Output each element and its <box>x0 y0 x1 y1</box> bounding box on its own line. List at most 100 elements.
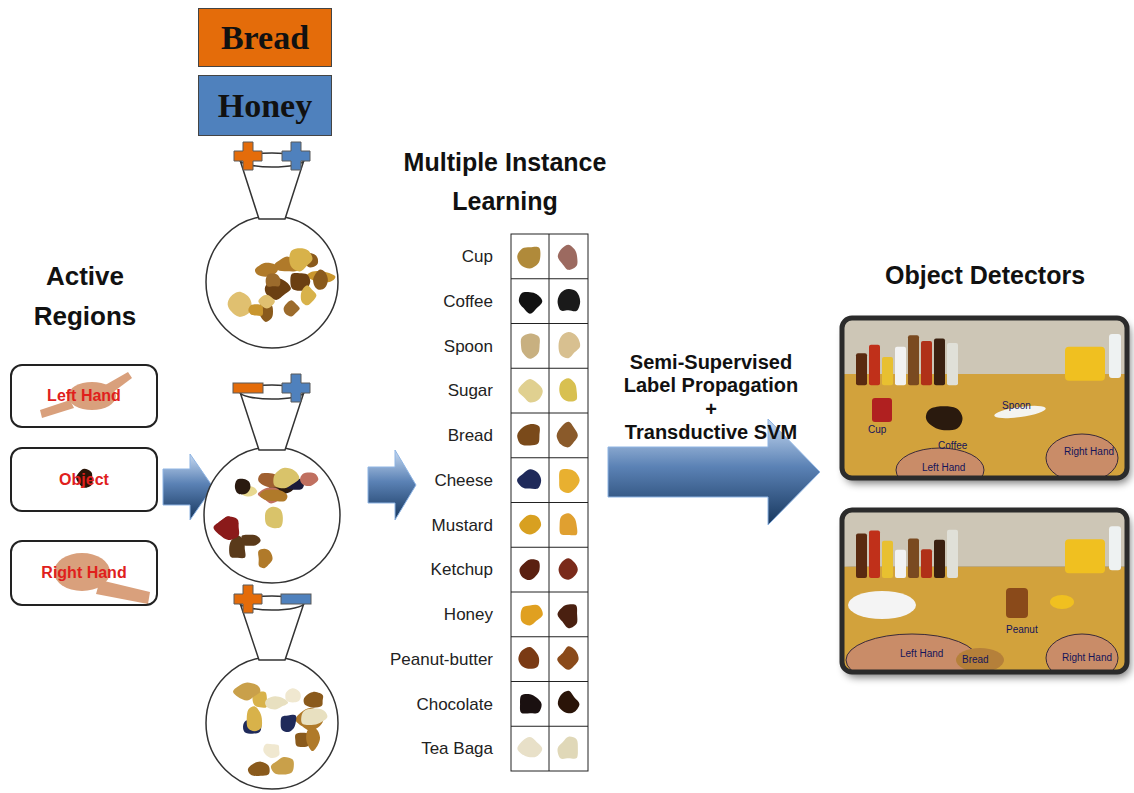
instance-bag <box>206 142 338 348</box>
bottle <box>882 541 893 578</box>
plus-sign <box>234 585 262 613</box>
bottle <box>908 538 919 578</box>
instance-thumbnail <box>518 379 543 402</box>
detection-label: Coffee <box>938 440 998 452</box>
detection-label: Right Hand <box>1062 652 1122 664</box>
table-rule <box>511 726 588 727</box>
instance-thumbnail <box>519 559 539 580</box>
node-label: Right Hand <box>41 564 126 582</box>
instance-thumbnail <box>559 469 580 493</box>
instance-thumbnail <box>517 247 540 269</box>
instance-thumbnail <box>557 737 577 759</box>
detection-label: Spoon <box>1002 400 1062 412</box>
row-label: Cup <box>355 246 493 267</box>
bag-outline <box>204 447 340 583</box>
block-arrow <box>368 450 416 520</box>
instance-thumbnail <box>558 289 581 311</box>
minus-sign <box>281 594 311 604</box>
instance-segment <box>284 300 300 316</box>
bottle <box>1109 334 1121 378</box>
instance-segment <box>235 479 251 495</box>
column-heading: Active Regions <box>15 256 155 336</box>
instance-thumbnail <box>520 694 542 714</box>
instance-segment <box>241 535 260 546</box>
node-label: Bread <box>221 19 309 57</box>
minus-sign <box>233 383 263 393</box>
bag-outline <box>206 216 338 348</box>
bottle <box>856 353 867 385</box>
plate <box>848 591 916 619</box>
hand-shape <box>896 448 984 478</box>
photo-frame <box>842 318 1127 478</box>
bottle <box>882 357 893 385</box>
instance-segment <box>301 709 327 725</box>
region-box: Object <box>10 447 158 512</box>
jar <box>1006 588 1028 618</box>
instance-segment <box>248 762 270 776</box>
row-label: Chocolate <box>355 694 493 715</box>
instance-thumbnail <box>519 292 542 314</box>
region-box: Right Hand <box>10 540 158 606</box>
plus-sign <box>234 142 262 170</box>
instance-thumbnail <box>558 691 580 713</box>
cup <box>872 398 892 422</box>
instance-bag <box>206 585 338 789</box>
bottle <box>869 345 880 385</box>
instance-thumbnail <box>557 646 578 670</box>
instance-segment <box>260 490 288 502</box>
instance-thumbnail <box>557 422 578 448</box>
instance-bag <box>204 374 340 583</box>
instance-segment <box>273 468 299 489</box>
instance-thumbnail <box>521 334 540 359</box>
concept-tag: Bread <box>198 8 332 67</box>
bottle <box>921 341 932 385</box>
detection-label: Left Hand <box>922 462 982 474</box>
instance-segment <box>306 727 320 751</box>
row-label: Spoon <box>355 336 493 357</box>
lid <box>1050 595 1074 609</box>
instance-segment <box>258 549 273 568</box>
instance-segment <box>265 696 288 709</box>
bottle <box>895 550 906 578</box>
bottle <box>1109 526 1121 570</box>
instance-thumbnail <box>521 605 543 626</box>
node-label: Object <box>59 471 109 489</box>
row-label: Cheese <box>355 470 493 491</box>
detection-label: Cup <box>868 424 928 436</box>
row-label: Ketchup <box>355 559 493 580</box>
instance-segment <box>304 692 324 708</box>
hand-shape <box>96 580 150 604</box>
instance-thumbnail <box>558 245 578 270</box>
instance-segment <box>271 757 294 775</box>
concept-tag: Honey <box>198 75 332 136</box>
instance-segment <box>263 744 279 758</box>
column-heading: Multiple Instance Learning <box>385 143 625 221</box>
detection-photo <box>842 318 1130 492</box>
row-label: Bread <box>355 425 493 446</box>
bottle <box>856 533 867 578</box>
instance-thumbnail <box>517 737 542 757</box>
detection-label: Peanut <box>1006 624 1066 636</box>
table-rule <box>511 502 588 503</box>
detection-label: Right Hand <box>1064 446 1124 458</box>
bottle <box>947 530 958 578</box>
instance-segment <box>265 507 283 528</box>
bottle <box>934 540 945 578</box>
instance-segment <box>313 269 328 289</box>
method-label: Semi-Supervised Label Propagation <box>611 351 811 397</box>
row-label: Coffee <box>355 291 493 312</box>
block-arrow <box>608 419 820 525</box>
table-rule <box>511 368 588 369</box>
node-label: Left Hand <box>47 387 121 405</box>
table-rule <box>511 547 588 548</box>
instance-segment <box>248 304 263 316</box>
bottle <box>921 549 932 578</box>
instance-thumbnail <box>559 332 581 358</box>
instance-segment <box>285 688 301 702</box>
instance-segment <box>247 706 262 731</box>
table-rule <box>511 636 588 637</box>
bottle <box>947 343 958 385</box>
